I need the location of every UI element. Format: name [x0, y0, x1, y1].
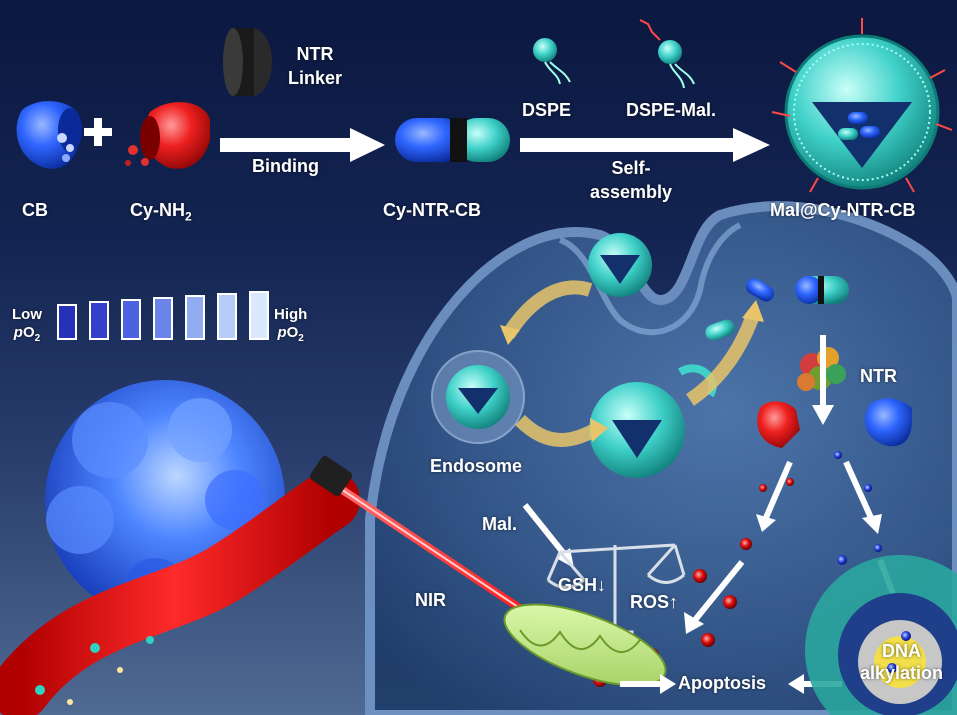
low-po2-label: Low pO2 [12, 306, 42, 348]
dspe-label: DSPE [522, 100, 572, 120]
cb-label: CB [22, 200, 48, 220]
dspe-lipid [533, 38, 571, 85]
ntr-label: NTR [860, 366, 897, 386]
mal-cy-ntr-cb-label: Mal@Cy-NTR-CB [770, 200, 916, 220]
high-text: High [274, 306, 308, 323]
high-p: p [277, 324, 287, 341]
released-capsule-3 [705, 319, 735, 341]
self-assembly-line1: Self- [611, 158, 651, 178]
cb-pathway-arrow [843, 460, 875, 522]
cy-ntr-cb-label: Cy-NTR-CB [383, 200, 481, 220]
ros-label: ROS↑ [630, 592, 678, 613]
cb-fragment [864, 398, 912, 447]
self-assembly-line2: assembly [590, 182, 673, 202]
mitochondrion [503, 603, 667, 687]
ros-up-icon: ↑ [669, 592, 679, 612]
oxygen-gradient-bar [57, 291, 269, 340]
cy-to-mito-arrow [692, 560, 745, 622]
ntr-linker-line2: Linker [288, 68, 343, 88]
self-assembly-label: Self- assembly [590, 156, 672, 204]
internalizing-nanoparticle [588, 233, 652, 297]
high-o: O [286, 324, 299, 341]
gsh-down-icon: ↓ [597, 575, 607, 595]
alkylation-text: alkylation [860, 663, 944, 683]
plus-icon [84, 118, 112, 146]
mal-nanoparticle [771, 18, 953, 193]
apoptosis-label: Apoptosis [678, 673, 766, 693]
endosome-vesicle [431, 350, 525, 444]
ntr-linker-disk [223, 28, 272, 96]
high-po2: pO2 [274, 324, 307, 348]
released-capsule-2 [745, 278, 775, 302]
mal-arrow [522, 503, 568, 557]
high-po2-label: High pO2 [274, 306, 307, 348]
binding-label: Binding [252, 156, 319, 176]
cy-nh2-sub: 2 [185, 209, 192, 224]
ntr-linker-label: NTR Linker [288, 42, 342, 90]
dna-alkylation-label: DNA alkylation [860, 640, 943, 684]
gsh-text: GSH [558, 575, 598, 595]
ntr-linker-line1: NTR [296, 44, 334, 64]
low-p: p [13, 324, 23, 341]
cy-nh2-text: Cy-NH [130, 200, 186, 220]
low-sub: 2 [34, 333, 41, 344]
release-arrow [686, 315, 759, 406]
low-o: O [22, 324, 35, 341]
cy-pathway-arrow [762, 460, 793, 522]
cb-molecule [16, 101, 82, 169]
mal-label: Mal. [482, 514, 518, 534]
released-capsule-1 [795, 276, 849, 304]
dspe-mal-lipid [639, 19, 695, 89]
high-sub: 2 [298, 333, 304, 344]
dspe-mal-label: DSPE-Mal. [626, 100, 717, 120]
cy-nh2-label: Cy-NH2 [130, 200, 192, 224]
dna-text: DNA [882, 641, 922, 661]
low-po2: pO2 [12, 324, 42, 348]
cy-nh2-molecule [125, 102, 210, 169]
cy-fragment [757, 401, 800, 448]
cy-ntr-cb-capsule [395, 118, 510, 162]
ros-text: ROS [630, 592, 670, 612]
low-text: Low [12, 306, 42, 323]
nir-label: NIR [415, 590, 446, 610]
gsh-label: GSH↓ [558, 575, 606, 596]
uptake-arrow [502, 280, 593, 339]
escape-arrow [515, 414, 599, 447]
endosome-label: Endosome [430, 456, 523, 476]
nucleus [805, 555, 957, 715]
blood-vessel [0, 470, 360, 715]
